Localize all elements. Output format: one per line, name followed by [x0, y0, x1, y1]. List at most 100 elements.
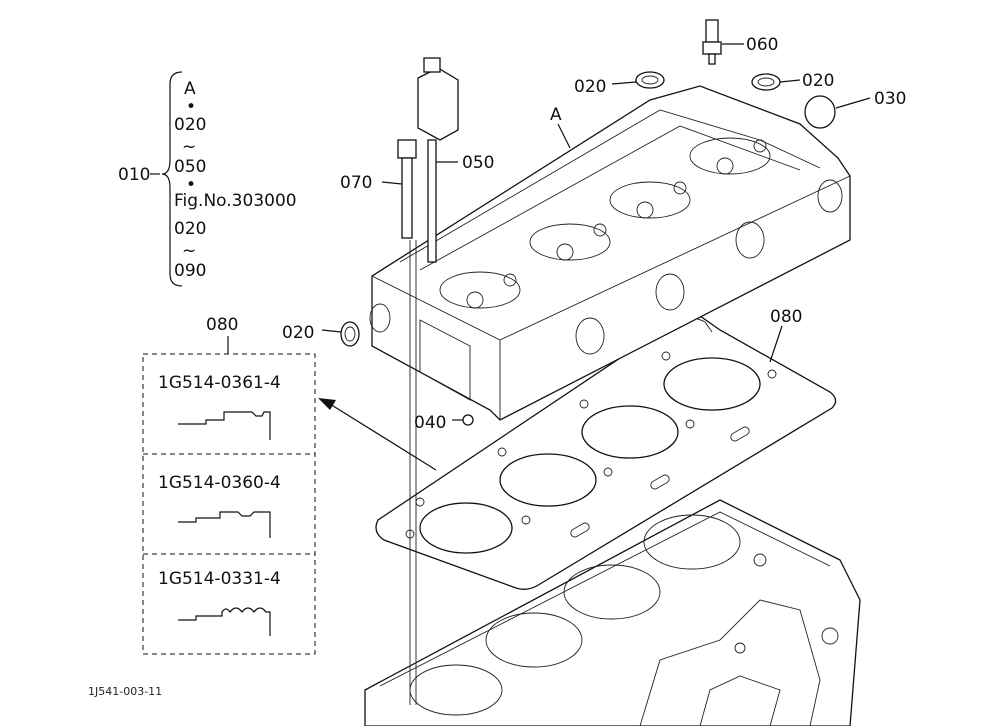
nozzle-tip: [708, 53, 716, 65]
head-side-port-2: [655, 273, 685, 311]
nozzle-hex: [702, 41, 722, 55]
callout-060: 060: [746, 35, 778, 55]
gasket-slot: [730, 426, 750, 442]
block-boss: [821, 627, 839, 645]
callout-020-left: 020: [282, 323, 314, 343]
callout-050: 050: [462, 153, 494, 173]
head-valve-4: [716, 157, 734, 175]
gasket-hole-8: [521, 515, 531, 525]
head-port-2: [529, 223, 611, 261]
legend-group: 010 A • 020 ~ 050 • Fig.No.303000 020 ~ …: [118, 71, 297, 287]
head-valve: [466, 291, 484, 309]
part-030-plug: [804, 95, 871, 129]
gasket-hole: [661, 351, 671, 361]
callout-080-right: 080: [770, 307, 802, 327]
legend-group-label: 010: [118, 165, 150, 185]
nozzle-body: [705, 19, 719, 43]
block-side-detail: [639, 599, 821, 726]
block-outline: [364, 499, 861, 726]
gasket-hole-6: [603, 467, 613, 477]
head-cover-rail-2: [419, 125, 801, 271]
head-port-3: [609, 181, 691, 219]
gasket-hole-5: [497, 447, 507, 457]
legend-item-dot-2: •: [186, 175, 196, 195]
gasket-bore-4: [419, 502, 513, 554]
seal-inner-3: [344, 326, 356, 342]
leader-ref-a: [557, 123, 571, 149]
gasket-bore-1: [663, 357, 761, 411]
leader-020-l: [321, 329, 342, 333]
head-gasket: [375, 315, 837, 590]
callout-080-box: 080: [206, 315, 238, 335]
legend-item-tilde-2: ~: [182, 241, 196, 261]
head-end-cutout: [419, 319, 471, 401]
leader-020-tr: [779, 79, 801, 83]
part-020-seal-top-right: [751, 73, 801, 91]
part-050-stud: [417, 57, 459, 263]
block-bore-2: [563, 564, 661, 620]
bolt-head: [397, 139, 417, 159]
head-bolt-hole-3: [673, 181, 687, 195]
callout-030: 030: [874, 89, 906, 109]
legend-item-090: 090: [174, 261, 206, 281]
option-arrow-head: [318, 398, 336, 410]
head-port-1: [439, 271, 521, 309]
part-020-seal-top-left: [611, 71, 665, 89]
legend-item-020: 020: [174, 115, 206, 135]
part-060-nozzle: [702, 19, 744, 65]
gasket-bore-3: [499, 453, 597, 507]
leader-080-right: [769, 325, 783, 363]
legend-brace: [161, 71, 183, 287]
seal-inner: [641, 75, 659, 85]
seal-ring-2: [751, 73, 781, 91]
gasket-slot-2: [650, 474, 670, 490]
seal-ring-3: [340, 321, 360, 347]
head-side-port-3: [735, 221, 765, 259]
head-valve-3: [636, 201, 654, 219]
gasket-option-3-profile: [178, 607, 271, 636]
option-arrow: [318, 398, 437, 471]
head-bolt-hole: [503, 273, 517, 287]
head-cover-rail: [399, 109, 821, 263]
figure-code: 1J541-003-11: [88, 685, 162, 698]
leader-020-tl: [611, 81, 637, 85]
legend-item-fig-no: Fig.No.303000: [174, 191, 297, 211]
gasket-hole-4: [685, 419, 695, 429]
legend-item-tilde: ~: [182, 137, 196, 157]
block-hole: [734, 642, 746, 654]
gasket-options-box: 1G514-0361-4 1G514-0360-4 1G514-0331-4: [142, 336, 316, 655]
head-bolt-hole-4: [753, 139, 767, 153]
cylinder-head: [369, 85, 851, 421]
bolt-shank: [401, 157, 413, 239]
legend-item-020-b: 020: [174, 219, 206, 239]
part-070-bolt: [381, 139, 417, 239]
gasket-hole-3: [579, 399, 589, 409]
gasket-option-2-profile: [178, 511, 271, 538]
box-frame: [142, 353, 316, 655]
leader-070: [381, 181, 403, 185]
callout-040: 040: [414, 413, 446, 433]
gasket-slot-3: [570, 522, 590, 538]
seal-inner-2: [757, 77, 775, 87]
callout-020-top-left: 020: [574, 77, 606, 97]
callout-070: 070: [340, 173, 372, 193]
option-arrow-line: [329, 403, 437, 471]
bracket-nut: [423, 57, 441, 73]
gasket-hole-2: [767, 369, 777, 379]
block-side-detail-2: [699, 675, 781, 726]
leader-030: [835, 97, 871, 109]
callout-ref-a: A: [550, 105, 562, 125]
plug-disc: [804, 95, 836, 129]
head-port-4: [689, 137, 771, 175]
gasket-bore-2: [581, 405, 679, 459]
gasket-option-1-part-number: 1G514-0361-4: [158, 373, 281, 393]
part-020-seal-left: [321, 321, 360, 347]
head-bolt-hole-2: [593, 223, 607, 237]
block-top-edge: [379, 511, 831, 687]
head-side-port: [575, 317, 605, 355]
head-valve-2: [556, 243, 574, 261]
legend-item-dot: •: [186, 97, 196, 117]
legend-item-050: 050: [174, 157, 206, 177]
